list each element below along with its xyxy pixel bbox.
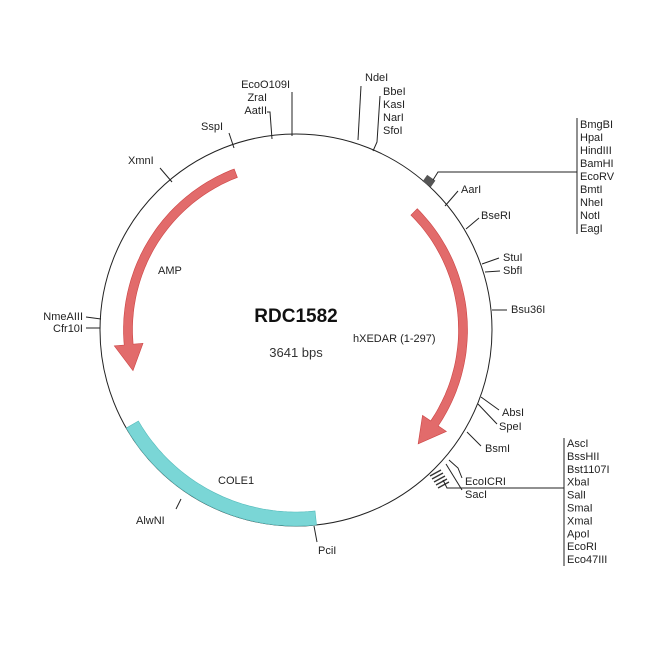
site-saci: SacI	[465, 489, 487, 501]
site-ticks	[85, 85, 578, 566]
mcs2-site: BssHII	[567, 451, 599, 463]
site-kasi: KasI	[383, 99, 405, 111]
site-stui: StuI	[503, 252, 523, 264]
site-xmni: XmnI	[128, 155, 154, 167]
site-sspi: SspI	[201, 121, 223, 133]
plasmid-name: RDC1582	[254, 306, 337, 327]
site-nmeaiii: NmeAIII	[43, 311, 83, 323]
site-ndei: NdeI	[365, 72, 388, 84]
mcs2-site: ApoI	[567, 528, 590, 540]
plasmid-size: 3641 bps	[269, 345, 323, 360]
mcs1-site: BmgBI	[580, 119, 613, 131]
amp-feature-arrow	[113, 168, 238, 372]
mcs2-site: XmaI	[567, 515, 593, 527]
mcs2-site: XbaI	[567, 477, 590, 489]
site-zrai: ZraI	[247, 92, 267, 104]
site-ecoicri: EcoICRI	[465, 476, 506, 488]
site-nari: NarI	[383, 112, 404, 124]
site-pcii: PciI	[318, 545, 336, 557]
feature-label-hxedar: hXEDAR (1-297)	[353, 333, 436, 345]
site-aari: AarI	[461, 184, 481, 196]
mcs1-site: NotI	[580, 210, 600, 222]
site-sfoi: SfoI	[383, 125, 403, 137]
mcs2-site: SalI	[567, 490, 586, 502]
mcs2-site: Eco47III	[567, 554, 607, 566]
mcs2-site: EcoRI	[567, 541, 597, 553]
mcs1-site: BamHI	[580, 158, 614, 170]
mcs2-site-list: AscIBssHIIBst1107IXbaISalISmaIXmaIApoIEc…	[567, 438, 610, 566]
mcs1-site: NheI	[580, 197, 603, 209]
site-bsu36i: Bsu36I	[511, 304, 545, 316]
mcs1-site: EcoRV	[580, 171, 615, 183]
cole1-feature-band	[125, 420, 317, 527]
feature-label-amp: AMP	[158, 265, 182, 277]
mcs1-site: EagI	[580, 223, 603, 235]
site-bsmi: BsmI	[485, 443, 510, 455]
hxedar-feature-arrow	[410, 208, 468, 445]
site-bbei: BbeI	[383, 86, 406, 98]
site-absi: AbsI	[502, 407, 524, 419]
site-bseri: BseRI	[481, 210, 511, 222]
mcs2-site: AscI	[567, 438, 588, 450]
mcs2-site: SmaI	[567, 503, 593, 515]
site-alwni: AlwNI	[136, 515, 165, 527]
site-spei: SpeI	[499, 421, 522, 433]
mcs2-site: Bst1107I	[567, 464, 610, 476]
mcs1-site: HindIII	[580, 145, 612, 157]
site-cfr10i: Cfr10I	[53, 323, 83, 335]
site-eco0109i: EcoO109I	[241, 79, 290, 91]
mcs1-site: HpaI	[580, 132, 603, 144]
mcs1-site-list: BmgBIHpaIHindIIIBamHIEcoRVBmtINheINotIEa…	[580, 119, 615, 235]
mcs1-site: BmtI	[580, 184, 603, 196]
site-aatii: AatII	[244, 105, 267, 117]
feature-label-cole1: COLE1	[218, 475, 254, 487]
site-sbfi: SbfI	[503, 265, 523, 277]
